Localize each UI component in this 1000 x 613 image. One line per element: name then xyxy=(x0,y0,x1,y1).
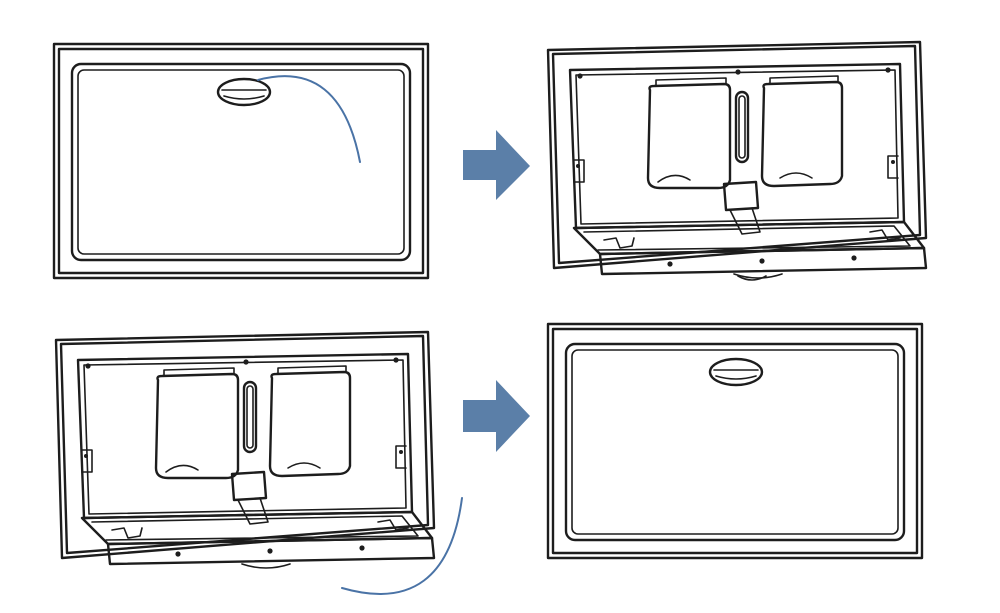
step-4-closed-unit xyxy=(546,322,924,560)
motion-curve-push xyxy=(341,497,463,595)
handle-icon xyxy=(708,357,764,387)
motion-curve-lift xyxy=(257,75,361,163)
step-2-open-unit xyxy=(546,40,928,281)
arrow-right-icon xyxy=(463,130,530,200)
arrow-right-icon xyxy=(463,380,530,452)
step-1-closed-unit xyxy=(52,42,430,280)
handle-icon xyxy=(216,77,272,107)
step-3-open-unit xyxy=(54,330,463,595)
